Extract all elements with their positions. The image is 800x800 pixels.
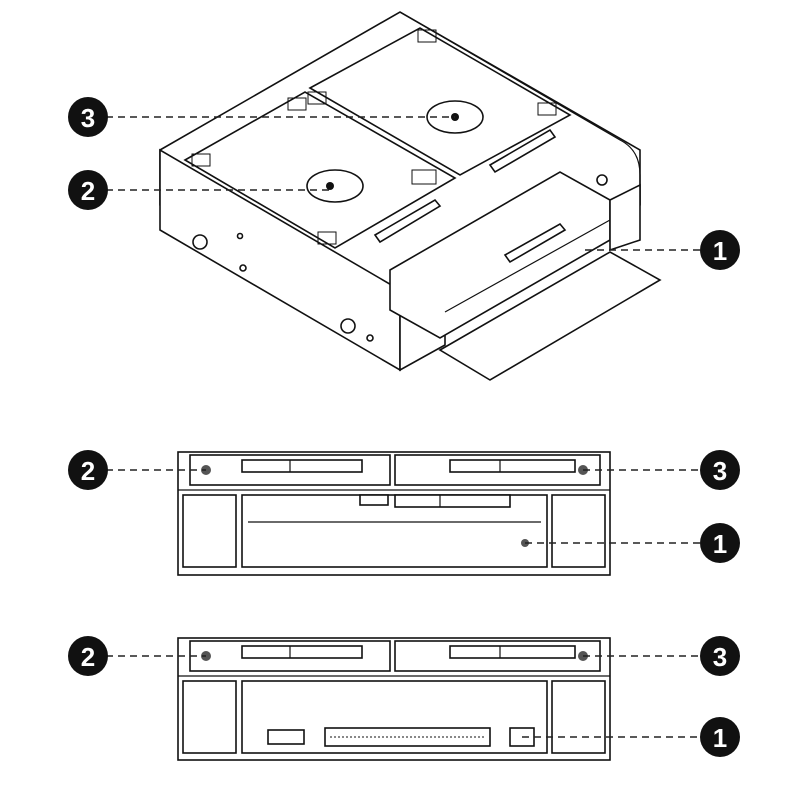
callout-bot-1: 1 (522, 717, 740, 757)
svg-text:3: 3 (713, 642, 727, 672)
callout-bot-3: 3 (583, 636, 740, 676)
callout-mid-3: 3 (583, 450, 740, 490)
svg-text:3: 3 (81, 103, 95, 133)
svg-text:2: 2 (81, 456, 95, 486)
hdd-left (183, 91, 457, 249)
callout-top-1: 1 (585, 230, 740, 270)
svg-text:2: 2 (81, 176, 95, 206)
callout-top-3: 3 (68, 97, 455, 137)
svg-text:3: 3 (713, 456, 727, 486)
svg-text:1: 1 (713, 236, 727, 266)
front-view-sata (177, 451, 611, 576)
callout-top-2: 2 (68, 170, 330, 210)
callout-mid-1: 1 (525, 523, 740, 563)
svg-text:1: 1 (713, 529, 727, 559)
callout-mid-2: 2 (68, 450, 206, 490)
callout-bot-2: 2 (68, 636, 206, 676)
svg-text:1: 1 (713, 723, 727, 753)
svg-text:2: 2 (81, 642, 95, 672)
front-view-ide (177, 637, 611, 761)
isometric-view (159, 11, 662, 381)
front-tray (438, 251, 662, 381)
hdd-right (308, 27, 572, 176)
